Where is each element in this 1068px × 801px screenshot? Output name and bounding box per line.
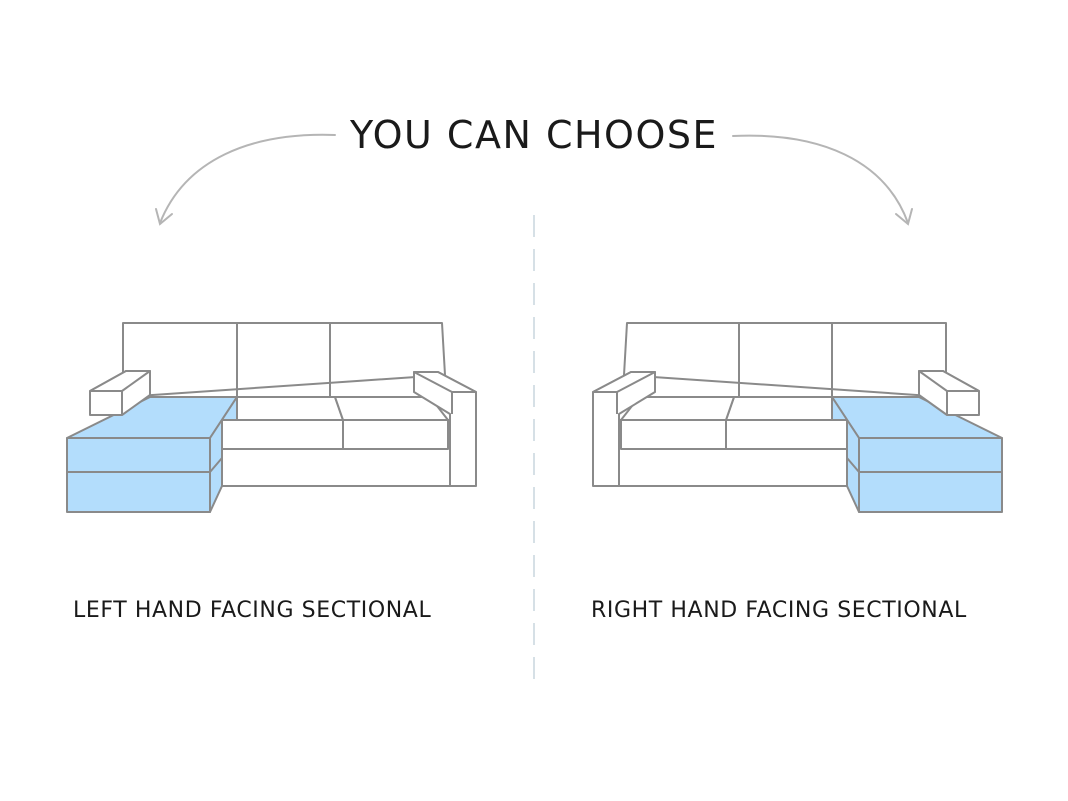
seat-cushion <box>219 396 344 421</box>
right-sectional-sofa-icon <box>592 322 1003 513</box>
left-hand-facing-label: LEFT HAND FACING SECTIONAL <box>73 598 432 623</box>
chaise-base <box>66 471 211 513</box>
left-curved-arrow-icon <box>155 133 336 226</box>
sofa-back <box>122 322 446 398</box>
right-hand-facing-label: RIGHT HAND FACING SECTIONAL <box>591 598 967 623</box>
page-title: YOU CAN CHOOSE <box>349 113 719 157</box>
right-curved-arrow-icon <box>732 134 913 226</box>
left-sectional-sofa-icon <box>66 322 477 513</box>
chaise-cushion <box>66 437 211 473</box>
